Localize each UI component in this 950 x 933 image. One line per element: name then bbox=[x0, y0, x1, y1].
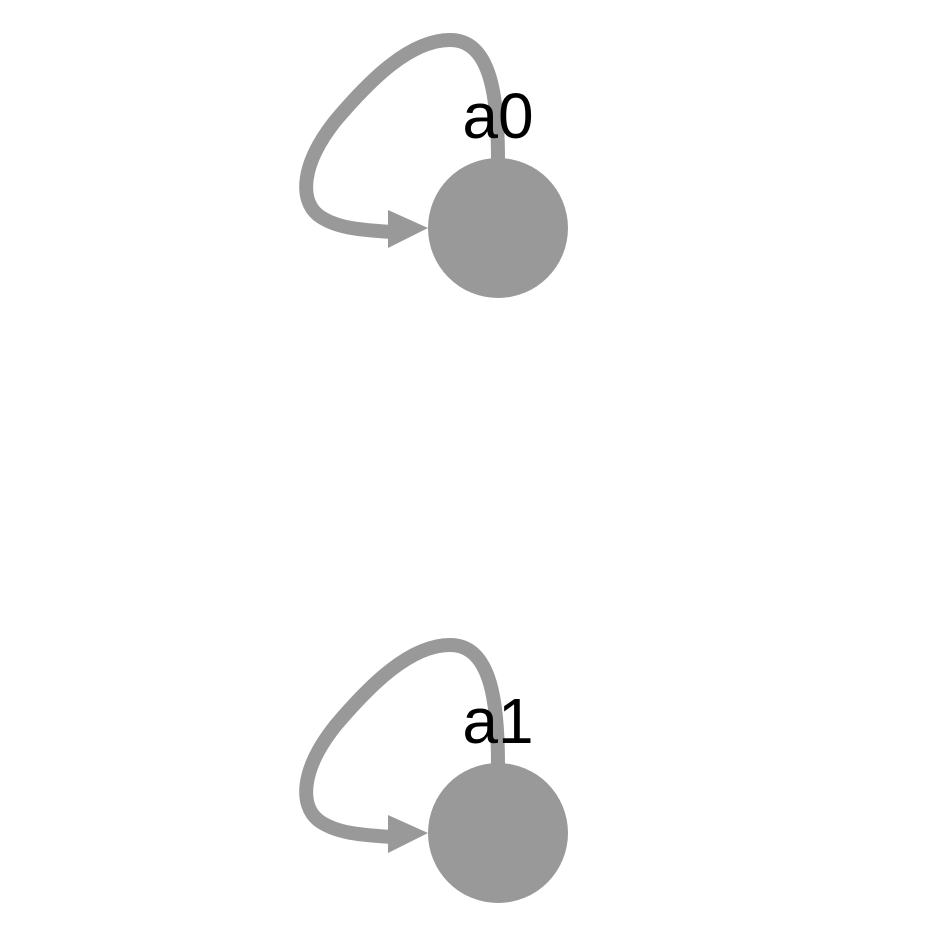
node-a1-group: a1 bbox=[299, 638, 568, 903]
edge-a0-a0-self-loop bbox=[299, 33, 505, 239]
node-a0-label: a0 bbox=[462, 80, 533, 152]
edge-a1-a1-arrowhead bbox=[388, 815, 428, 853]
edge-a0-a0-arrowhead bbox=[388, 210, 428, 248]
edge-a1-a1-self-loop bbox=[299, 638, 505, 844]
node-a0[interactable] bbox=[428, 158, 568, 298]
node-a1[interactable] bbox=[428, 763, 568, 903]
node-a1-label: a1 bbox=[462, 685, 533, 757]
node-a0-group: a0 bbox=[299, 33, 568, 298]
